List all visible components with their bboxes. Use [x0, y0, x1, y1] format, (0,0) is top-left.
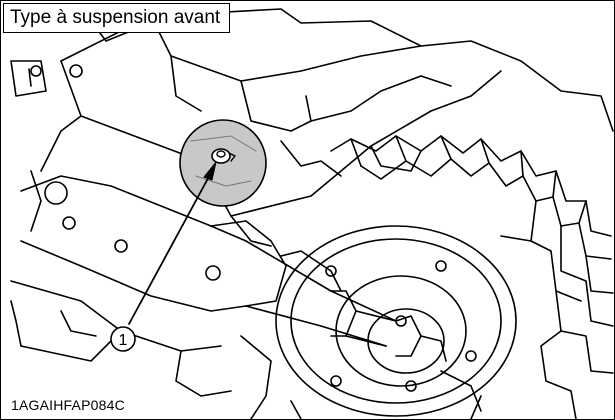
- callout-1-number: 1: [119, 332, 128, 349]
- tire-tread: [330, 135, 614, 419]
- figure-title: Type à suspension avant: [3, 3, 231, 33]
- figure-reference-code: 1AGAIHFAP084C: [9, 397, 127, 413]
- callout-1: [110, 326, 136, 352]
- callout-leader-arrow: [128, 161, 217, 325]
- drive-shaft: [205, 220, 447, 362]
- axle-housing: [10, 170, 247, 362]
- upper-housing: [10, 8, 614, 247]
- lower-linkage: [120, 330, 482, 419]
- fill-plug-icon: [211, 148, 236, 164]
